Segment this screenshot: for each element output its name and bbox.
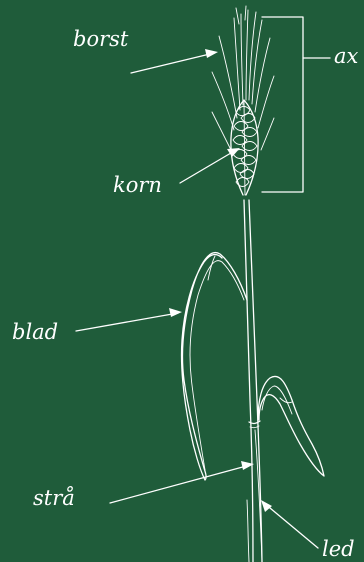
awns [212, 6, 274, 150]
lower-leaf [258, 376, 324, 476]
label-ax: ax [334, 44, 359, 68]
label-led: led [322, 537, 355, 561]
leaf [181, 253, 247, 480]
ear-bracket [262, 17, 330, 192]
label-borst: borst [73, 27, 129, 51]
label-blad: blad [12, 320, 58, 344]
stem [244, 200, 262, 562]
label-stra: strå [33, 486, 75, 510]
arrow-led [261, 500, 318, 548]
arrow-blad [76, 308, 182, 331]
label-korn: korn [113, 173, 162, 197]
arrow-borst [131, 49, 218, 73]
ear [212, 6, 274, 195]
arrow-stra [110, 461, 254, 503]
arrow-korn [180, 148, 240, 183]
